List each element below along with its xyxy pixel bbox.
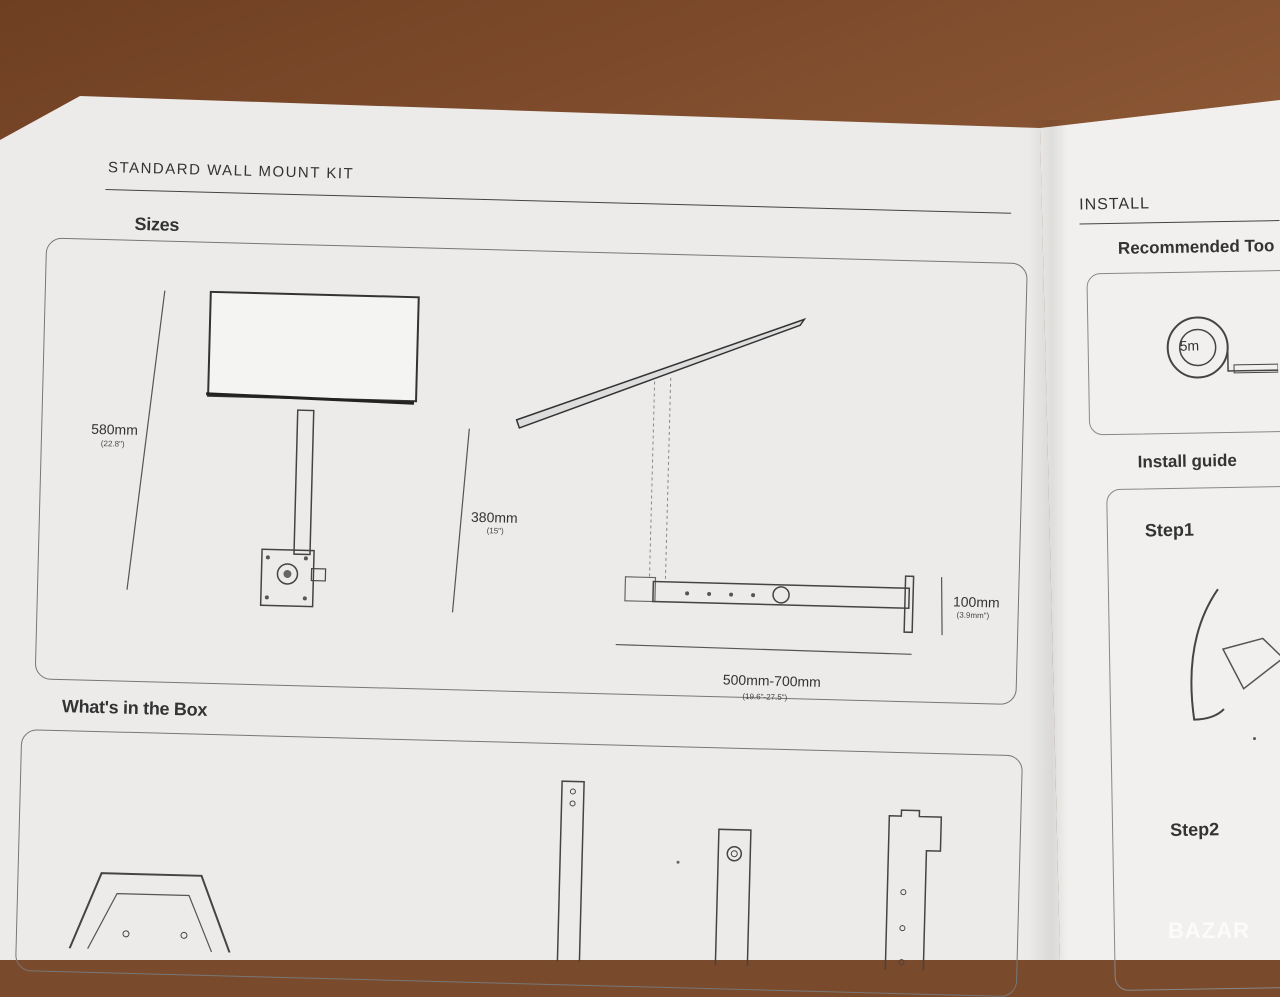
left-page-content: STANDARD WALL MOUNT KIT Sizes: [14, 159, 1028, 997]
watermark-logo: BAZAR: [1168, 918, 1250, 943]
dish-front-icon: [207, 290, 420, 403]
box-base-icon: [68, 872, 231, 953]
steps-panel: [1106, 485, 1280, 992]
dish-side-icon: [515, 317, 807, 429]
height-580-line: [126, 290, 166, 590]
dim-580: 580mm: [90, 420, 139, 438]
dim-380: 380mm: [470, 508, 518, 526]
dim-380-inch: (15"): [486, 526, 504, 536]
wall-plate-icon: [259, 548, 315, 608]
width-arm-line: [615, 643, 912, 655]
box-contents-panel: [14, 729, 1023, 997]
right-page-content: INSTALL Recommended Too 5m Install guide…: [1052, 0, 1280, 992]
extension-arm-icon: [652, 580, 911, 609]
pivot-icon: [276, 563, 299, 585]
sizes-diagram: [68, 290, 943, 974]
height-380-line: [451, 428, 470, 613]
height-100-line: [941, 577, 943, 636]
dim-100: 100mm: [952, 593, 1000, 611]
dim-arm: 500mm-700mm: [722, 671, 822, 690]
step2-label: Step2: [1169, 819, 1220, 841]
manual-right-page: [1040, 100, 1280, 960]
page-fold: [1028, 120, 1068, 960]
dim-100-inch: (3.9mm"): [956, 610, 990, 621]
box-bracket-icon: [714, 828, 752, 974]
box-extension-icon: [884, 809, 943, 974]
dim-580-inch: (22.8"): [100, 439, 125, 449]
step1-label: Step1: [1144, 519, 1195, 541]
knob-icon: [310, 567, 327, 582]
step1-detail-icon: [1190, 588, 1225, 721]
side-wall-plate-icon: [903, 575, 915, 634]
mast-pole: [293, 409, 315, 556]
install-guide-heading: Install guide: [1137, 450, 1238, 472]
whats-in-box-heading: What's in the Box: [61, 696, 208, 720]
dim-arm-inch: (19.6"-27.5"): [742, 691, 788, 703]
right-diagrams: [1166, 316, 1280, 741]
manual-left-page: [0, 96, 1060, 960]
tape-label: 5m: [1179, 337, 1200, 354]
